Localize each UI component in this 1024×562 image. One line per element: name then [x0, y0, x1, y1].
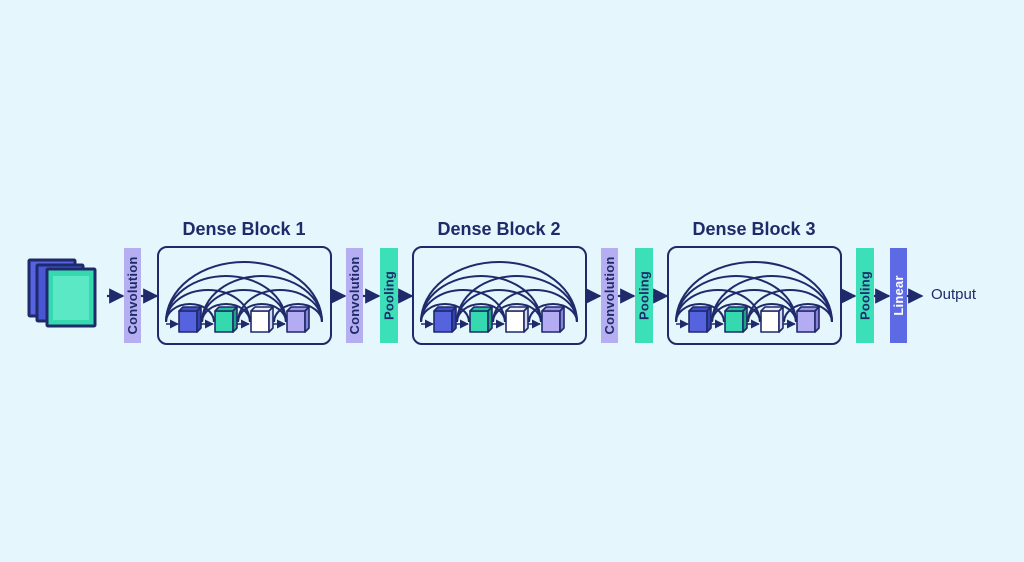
- output-label: Output: [931, 286, 977, 303]
- layer-pooling-3-label: Pooling: [637, 271, 652, 320]
- dense-block-3-title: Dense Block 3: [692, 219, 815, 239]
- feature-cube-lavender: [286, 306, 310, 333]
- feature-cube-lavender: [541, 306, 565, 333]
- feature-cube-blue: [688, 306, 712, 333]
- layer-linear-label: Linear: [891, 275, 906, 315]
- dense-connections: [675, 261, 833, 323]
- layer-convolution-3: Convolution: [601, 248, 618, 343]
- layer-pooling-3: Pooling: [635, 248, 653, 343]
- feature-cube-teal: [214, 306, 238, 333]
- feature-cube-lavender: [796, 306, 820, 333]
- layer-pooling-2: Pooling: [380, 248, 398, 343]
- feature-cube-white: [505, 306, 529, 333]
- dense-block-2-title: Dense Block 2: [437, 219, 560, 239]
- feature-cube-blue: [433, 306, 457, 333]
- dense-block-1-title: Dense Block 1: [182, 219, 305, 239]
- dense-block-2: Dense Block 2: [412, 219, 587, 345]
- layer-convolution-3-label: Convolution: [602, 256, 617, 334]
- layer-linear: Linear: [890, 248, 907, 343]
- layer-pooling-4-label: Pooling: [858, 271, 873, 320]
- layer-convolution-2: Convolution: [346, 248, 363, 343]
- layer-convolution-1: Convolution: [124, 248, 141, 343]
- dense-connections: [165, 261, 323, 323]
- layer-convolution-2-label: Convolution: [347, 256, 362, 334]
- feature-cube-teal: [724, 306, 748, 333]
- layer-convolution-1-label: Convolution: [125, 256, 140, 334]
- feature-cube-white: [760, 306, 784, 333]
- feature-cube-blue: [178, 306, 202, 333]
- dense-connections: [420, 261, 578, 323]
- feature-cube-white: [250, 306, 274, 333]
- feature-cube-teal: [469, 306, 493, 333]
- dense-block-1: Dense Block 1: [157, 219, 332, 345]
- layer-pooling-2-label: Pooling: [382, 271, 397, 320]
- image-stack-icon: [27, 258, 97, 328]
- layer-pooling-4: Pooling: [856, 248, 874, 343]
- dense-block-3: Dense Block 3: [667, 219, 842, 345]
